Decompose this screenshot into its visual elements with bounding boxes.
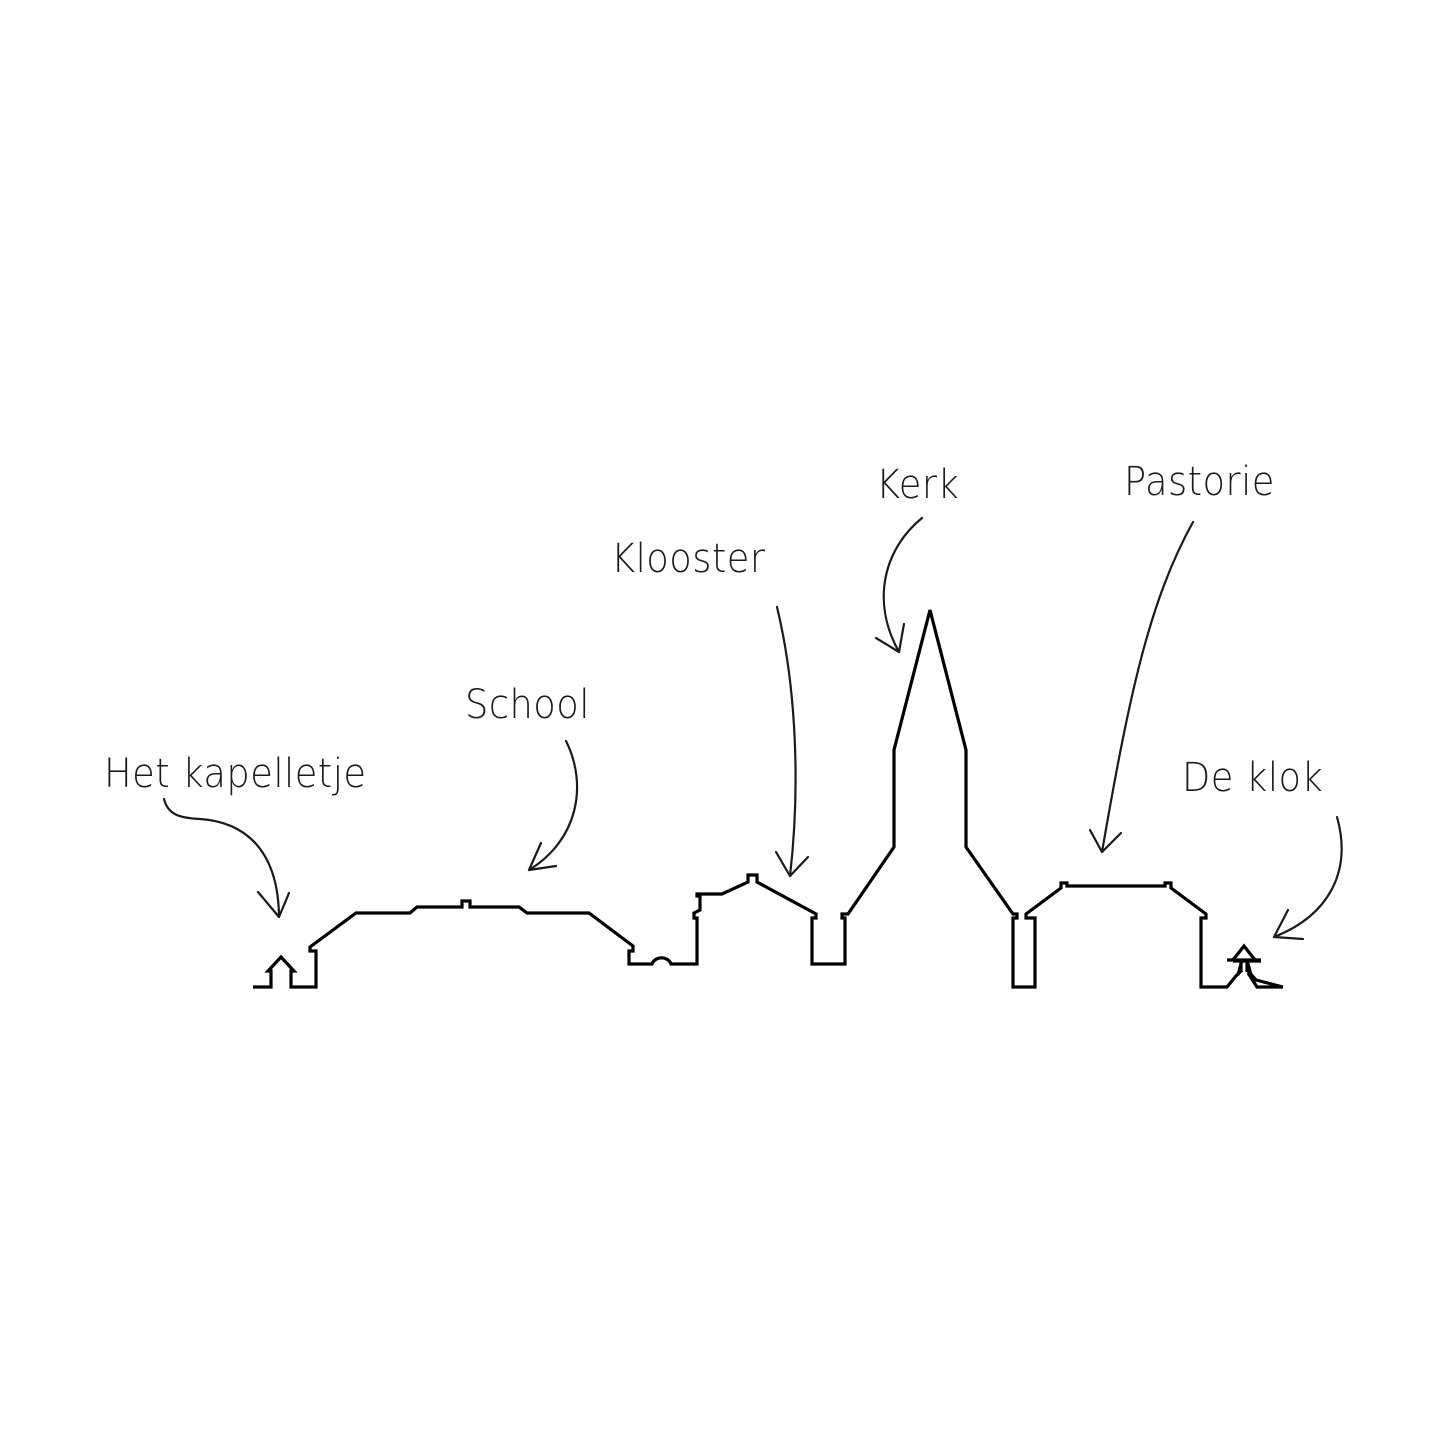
arrow-klok-icon (1272, 815, 1343, 939)
label-pastorie: Pastorie (1124, 459, 1275, 505)
label-klooster: Klooster (611, 536, 766, 582)
arrow-kapelletje-icon (162, 797, 281, 918)
skyline-chapel-school-outline (253, 609, 1244, 989)
label-school: School (465, 682, 590, 728)
label-de-klok: De klok (1182, 755, 1324, 801)
label-het-kapelletje: Het kapelletje (104, 751, 367, 797)
arrow-school-icon (527, 739, 579, 872)
arrow-kerk-icon (882, 516, 924, 654)
skyline-bell-outline (1227, 943, 1284, 989)
arrow-pastorie-icon (1100, 520, 1195, 854)
label-kerk: Kerk (876, 462, 960, 508)
arrow-klooster-icon (775, 605, 797, 878)
